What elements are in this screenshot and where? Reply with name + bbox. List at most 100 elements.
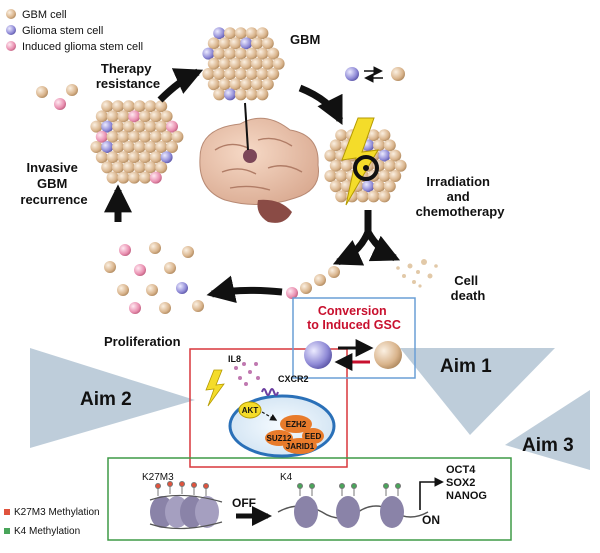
proliferating-cells — [104, 242, 204, 314]
signaling-box — [189, 348, 348, 468]
tumor-cell — [202, 47, 215, 60]
conversion-box — [292, 297, 416, 379]
cxcr2-label: CXCR2 — [278, 374, 309, 384]
tumor-cell — [213, 27, 226, 40]
tumor-cell — [373, 180, 385, 193]
tumor-cell — [229, 78, 242, 91]
tumor-cell — [106, 171, 119, 184]
tumor-cell — [329, 180, 342, 193]
tumor-cell — [378, 129, 391, 142]
on-label: ON — [422, 513, 440, 527]
recurrence-line3: recurrence — [20, 192, 87, 207]
tumor-cell — [202, 68, 215, 80]
tumor-cell — [389, 149, 402, 162]
jarid1-label: JARID1 — [286, 442, 315, 451]
tumor-cell — [95, 151, 108, 164]
tumor-cell — [128, 151, 141, 164]
tumor-cell — [251, 57, 263, 70]
tumor-cell — [117, 171, 130, 184]
tumor-cell — [149, 110, 162, 123]
tumor-cell — [128, 171, 141, 184]
tumor-cell — [267, 47, 280, 60]
tumor-cell — [224, 88, 236, 101]
tumor-cell — [378, 170, 391, 182]
tumor-cell — [139, 110, 151, 123]
off-label: OFF — [232, 496, 256, 510]
svg-text:OCT4 SOX2 NANOG: OCT4 SOX2 NANOG — [446, 464, 487, 502]
resistant-tumor-cluster — [90, 100, 184, 184]
il8-droplets — [234, 362, 260, 386]
tumor-cell — [90, 120, 103, 133]
k27m3-marks — [155, 481, 209, 496]
tumor-cell — [224, 47, 236, 60]
tumor-cell — [149, 171, 162, 184]
aim1-label: Aim 1 — [440, 356, 492, 377]
gene-nanog: NANOG — [446, 490, 487, 502]
therapy-resistance-line1: Therapy — [101, 61, 152, 76]
tumor-cell — [155, 161, 168, 174]
tumor-cell — [218, 57, 231, 70]
tumor-cell — [95, 110, 108, 123]
conversion-title-line2: to Induced GSC — [307, 318, 401, 332]
treatment-line3: chemotherapy — [416, 204, 506, 219]
tumor-cell — [240, 78, 253, 91]
tumor-cell — [155, 120, 168, 133]
tumor-cell — [106, 151, 119, 164]
conversion-title-line1: Conversion — [318, 304, 387, 318]
open-chromatin — [277, 496, 429, 528]
signal-lightning-icon — [205, 369, 225, 407]
tumor-cell — [324, 149, 337, 162]
svg-text:Invasive GBM recurrenc: Invasive GBM recurrence — [20, 160, 87, 207]
k4-marks — [297, 483, 401, 496]
tumor-cell — [335, 170, 348, 182]
on-arrow — [419, 477, 444, 510]
tumor-cell — [144, 161, 157, 174]
aim3-triangle — [505, 390, 590, 470]
arrow-proliferation-left — [206, 275, 283, 304]
tumor-cell — [207, 37, 220, 50]
cycle-arrows — [104, 68, 401, 304]
tumor-cell — [122, 161, 135, 174]
tumor-cell — [90, 141, 103, 153]
brain-illustration — [199, 102, 320, 223]
svg-text:Conversion to Induced GSC: Conversion to Induced GSC — [307, 304, 401, 332]
tumor-cell — [234, 27, 247, 40]
tumor-cell — [389, 170, 402, 182]
cxcr2-receptor — [261, 388, 279, 396]
treatment-line2: and — [447, 189, 470, 204]
tumor-cell — [122, 120, 135, 133]
tumor-cell — [256, 68, 269, 80]
tumor-cell — [101, 120, 114, 133]
tumor-cell — [272, 57, 285, 70]
tumor-cell — [160, 110, 173, 123]
tumor-cell — [378, 190, 391, 203]
tumor-cell — [234, 88, 247, 101]
tumor-cell — [112, 161, 124, 174]
proliferation-label: Proliferation — [104, 334, 181, 349]
tumor-cell — [207, 78, 220, 91]
svg-text:Cell death: Cell death — [451, 273, 486, 303]
tumor-cell — [139, 151, 151, 164]
tumor-cell — [340, 159, 353, 172]
cell-type-legend: GBM cell Glioma stem cell Induced glioma… — [6, 9, 143, 53]
tumor-cell — [234, 68, 247, 80]
tumor-cell — [166, 120, 178, 133]
cell-death-debris — [396, 259, 438, 288]
tumor-cell — [155, 100, 168, 113]
k27m3-label: K27M3 — [142, 472, 174, 483]
tumor-cell — [240, 37, 253, 50]
tumor-cell — [245, 68, 258, 80]
k4-legend-label: K4 Methylation — [14, 526, 80, 537]
interconversion-icon — [345, 66, 405, 83]
tumor-cell — [245, 47, 258, 60]
tumor-cell — [373, 139, 385, 152]
tumor-cell — [383, 180, 396, 193]
tumor-cell — [383, 139, 396, 152]
tumor-cell — [213, 68, 226, 80]
arrow-resistance-to-gbm — [157, 68, 204, 103]
tumor-cell — [234, 47, 247, 60]
legend-induced-label: Induced glioma stem cell — [22, 41, 143, 53]
tumor-cell — [261, 37, 274, 50]
tumor-cell — [117, 130, 130, 143]
